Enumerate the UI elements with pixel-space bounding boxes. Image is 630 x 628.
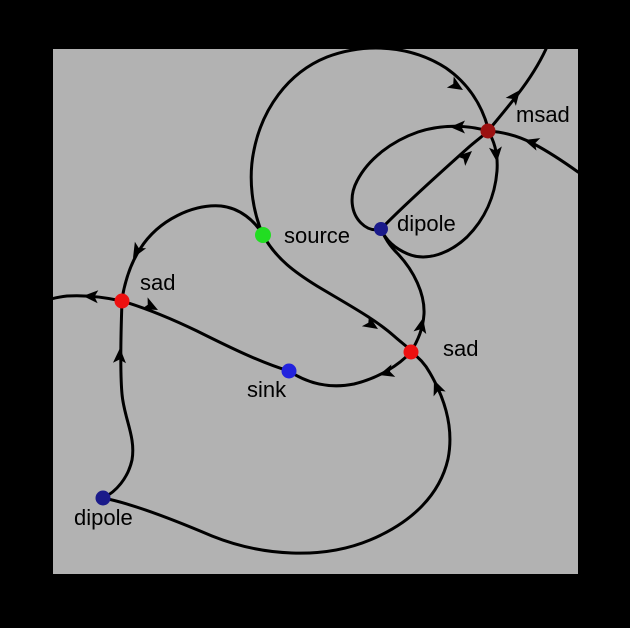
- streamline-sad-right-to-sink: [287, 350, 413, 388]
- arrowhead-icon: [361, 315, 378, 329]
- arrowhead-icon: [505, 90, 520, 106]
- arrowhead-icon: [413, 318, 427, 335]
- arrowhead-icon: [446, 76, 463, 90]
- critical-point-dipole-bottom: [95, 490, 111, 506]
- streamline-layer: [53, 49, 578, 555]
- critical-point-sink: [281, 363, 297, 379]
- critical-point-sad-left: [114, 293, 130, 309]
- label-sink: sink: [247, 377, 287, 402]
- arrowhead-icon: [524, 138, 541, 151]
- arrowhead-icon: [488, 146, 502, 162]
- streamline-line-dipole-top-to-msad: [379, 129, 490, 231]
- arrowhead-icon: [141, 297, 158, 310]
- streamline-dipole-bottom-to-sad-left: [101, 299, 135, 500]
- streamline-arc-source-to-sad-left: [120, 204, 265, 301]
- arrowhead-icon: [456, 151, 472, 166]
- arrowhead-icon: [379, 364, 396, 377]
- label-sad-right: sad: [443, 336, 478, 361]
- critical-points-layer: msad source dipole sad sad sink dipole: [74, 102, 570, 530]
- streamline-dipole-bottom-loop-to-sad-right: [101, 350, 452, 555]
- critical-point-dipole-top: [374, 222, 388, 236]
- label-source: source: [284, 223, 350, 248]
- streamline-loop-source-to-msad: [249, 49, 490, 237]
- arrowhead-icon: [83, 290, 99, 304]
- critical-point-sad-right: [403, 344, 419, 360]
- label-dipole-bottom: dipole: [74, 505, 133, 530]
- streamline-s-curve-source-to-sad-right: [261, 233, 413, 353]
- label-msad: msad: [516, 102, 570, 127]
- critical-point-source: [255, 227, 271, 243]
- arrowhead-icon: [133, 241, 147, 258]
- streamline-sad-left-west-exit: [53, 294, 124, 303]
- plot-panel: [53, 49, 578, 574]
- critical-point-msad: [480, 123, 496, 139]
- arrowhead-icon: [450, 120, 465, 134]
- streamline-ellipse-left-msad-to-dipole: [350, 124, 490, 232]
- arrowhead-icon: [433, 380, 446, 397]
- label-dipole-top: dipole: [397, 211, 456, 236]
- arrowhead-icon: [112, 348, 126, 364]
- label-sad-left: sad: [140, 270, 175, 295]
